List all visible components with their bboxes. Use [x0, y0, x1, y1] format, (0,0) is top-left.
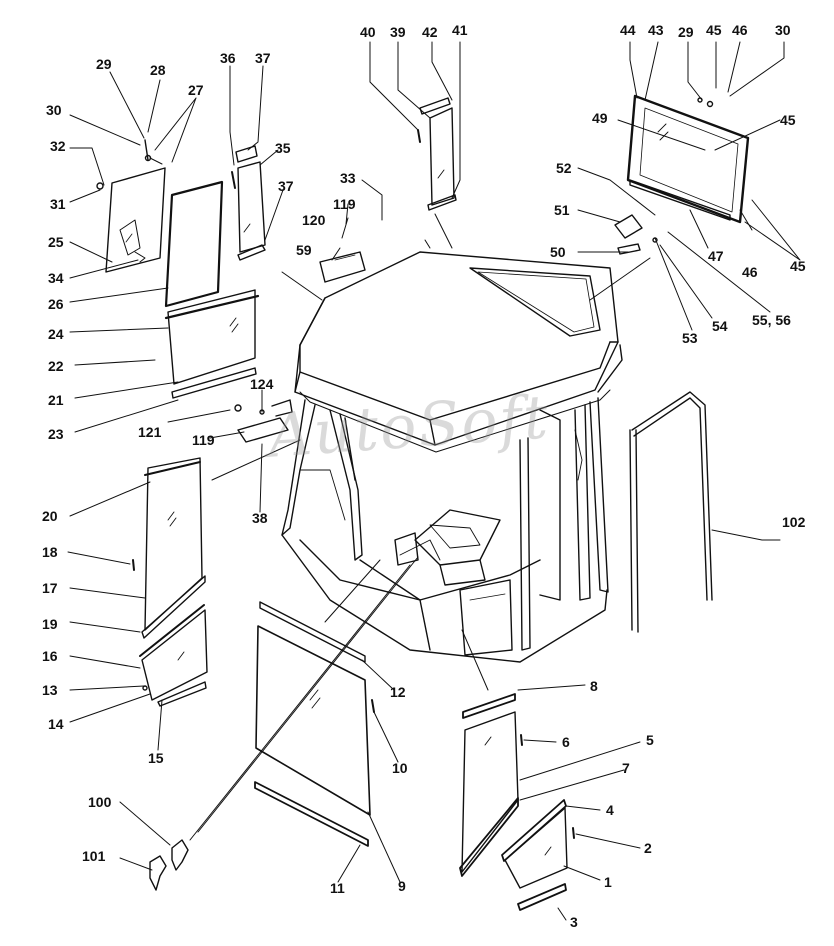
cab-frame — [281, 397, 609, 663]
callout-46-top: 46 — [732, 22, 748, 38]
callout-55-56: 55, 56 — [752, 312, 791, 328]
rear-window-assembly — [626, 94, 750, 224]
callout-28: 28 — [150, 62, 166, 78]
rear-wiper-motor — [614, 214, 658, 255]
callout-6: 6 — [562, 734, 570, 750]
callout-10: 10 — [392, 760, 408, 776]
callout-102: 102 — [782, 514, 806, 530]
callout-45-top: 45 — [706, 22, 722, 38]
callout-121: 121 — [138, 424, 162, 440]
glass-panel-26 — [164, 180, 224, 308]
callout-7: 7 — [622, 760, 630, 776]
callout-20: 20 — [42, 508, 58, 524]
side-window-16 — [139, 604, 208, 707]
callout-47: 47 — [708, 248, 724, 264]
callout-9: 9 — [398, 878, 406, 894]
callout-119-top: 119 — [333, 196, 356, 212]
callout-119-mid: 119 — [192, 432, 215, 448]
callout-29-right: 29 — [678, 24, 694, 40]
callout-50: 50 — [550, 244, 566, 260]
callout-4: 4 — [606, 802, 614, 818]
callout-54: 54 — [712, 318, 728, 334]
callout-11: 11 — [330, 880, 345, 896]
exploded-view-lines — [189, 213, 651, 841]
callout-59: 59 — [296, 242, 312, 258]
callout-25: 25 — [48, 234, 64, 250]
callout-36: 36 — [220, 50, 236, 66]
callout-8: 8 — [590, 678, 598, 694]
callout-35: 35 — [275, 140, 291, 156]
door-upper-frame — [96, 139, 166, 273]
callout-2: 2 — [644, 840, 652, 856]
callout-52: 52 — [556, 160, 572, 176]
callout-21: 21 — [48, 392, 64, 408]
callout-49: 49 — [592, 110, 608, 126]
callout-41: 41 — [452, 22, 468, 38]
bracket-59 — [319, 251, 366, 283]
leader-lines — [67, 41, 801, 921]
callout-27: 27 — [188, 82, 204, 98]
callout-43: 43 — [648, 22, 664, 38]
callout-29-left: 29 — [96, 56, 112, 72]
vent-window-35 — [231, 145, 266, 261]
callout-42: 42 — [422, 24, 438, 40]
right-door-glass — [459, 693, 523, 877]
callout-44: 44 — [620, 22, 636, 38]
callout-45-mid: 45 — [790, 258, 806, 274]
bracket-38 — [234, 399, 293, 443]
callout-34: 34 — [48, 270, 64, 286]
callout-17: 17 — [42, 580, 58, 596]
cab-roof — [294, 251, 623, 453]
callout-33: 33 — [340, 170, 356, 186]
callout-30-right: 30 — [775, 22, 791, 38]
callout-31: 31 — [50, 196, 66, 212]
callout-16: 16 — [42, 648, 58, 664]
callout-45-right: 45 — [780, 112, 796, 128]
callout-24: 24 — [48, 326, 64, 342]
callout-1: 1 — [604, 874, 612, 890]
callout-39: 39 — [390, 24, 406, 40]
callout-13: 13 — [42, 682, 58, 698]
callout-37-mid: 37 — [278, 178, 294, 194]
callout-18: 18 — [42, 544, 58, 560]
callout-53: 53 — [682, 330, 698, 346]
callout-19: 19 — [42, 616, 58, 632]
callout-51: 51 — [554, 202, 570, 218]
callout-124: 124 — [250, 376, 274, 392]
callout-46-mid: 46 — [742, 264, 758, 280]
callout-30-left: 30 — [46, 102, 62, 118]
callout-38: 38 — [252, 510, 268, 526]
callout-37-top: 37 — [255, 50, 271, 66]
callout-40: 40 — [360, 24, 376, 40]
callout-26: 26 — [48, 296, 64, 312]
callout-12: 12 — [390, 684, 406, 700]
door-handles — [149, 839, 189, 891]
lower-door-panel — [164, 289, 260, 399]
callout-3: 3 — [570, 914, 578, 930]
weatherstrip-102 — [629, 391, 713, 633]
callout-5: 5 — [646, 732, 654, 748]
right-lower-glass — [501, 799, 575, 911]
callout-101: 101 — [82, 848, 106, 864]
windshield-panel — [254, 601, 375, 847]
callout-100: 100 — [88, 794, 112, 810]
callout-14: 14 — [48, 716, 64, 732]
callout-32: 32 — [50, 138, 66, 154]
upper-rear-part — [417, 97, 457, 211]
callout-120: 120 — [302, 212, 326, 228]
side-window-17 — [132, 457, 206, 639]
callout-15: 15 — [148, 750, 164, 766]
callout-23: 23 — [48, 426, 64, 442]
callout-22: 22 — [48, 358, 64, 374]
